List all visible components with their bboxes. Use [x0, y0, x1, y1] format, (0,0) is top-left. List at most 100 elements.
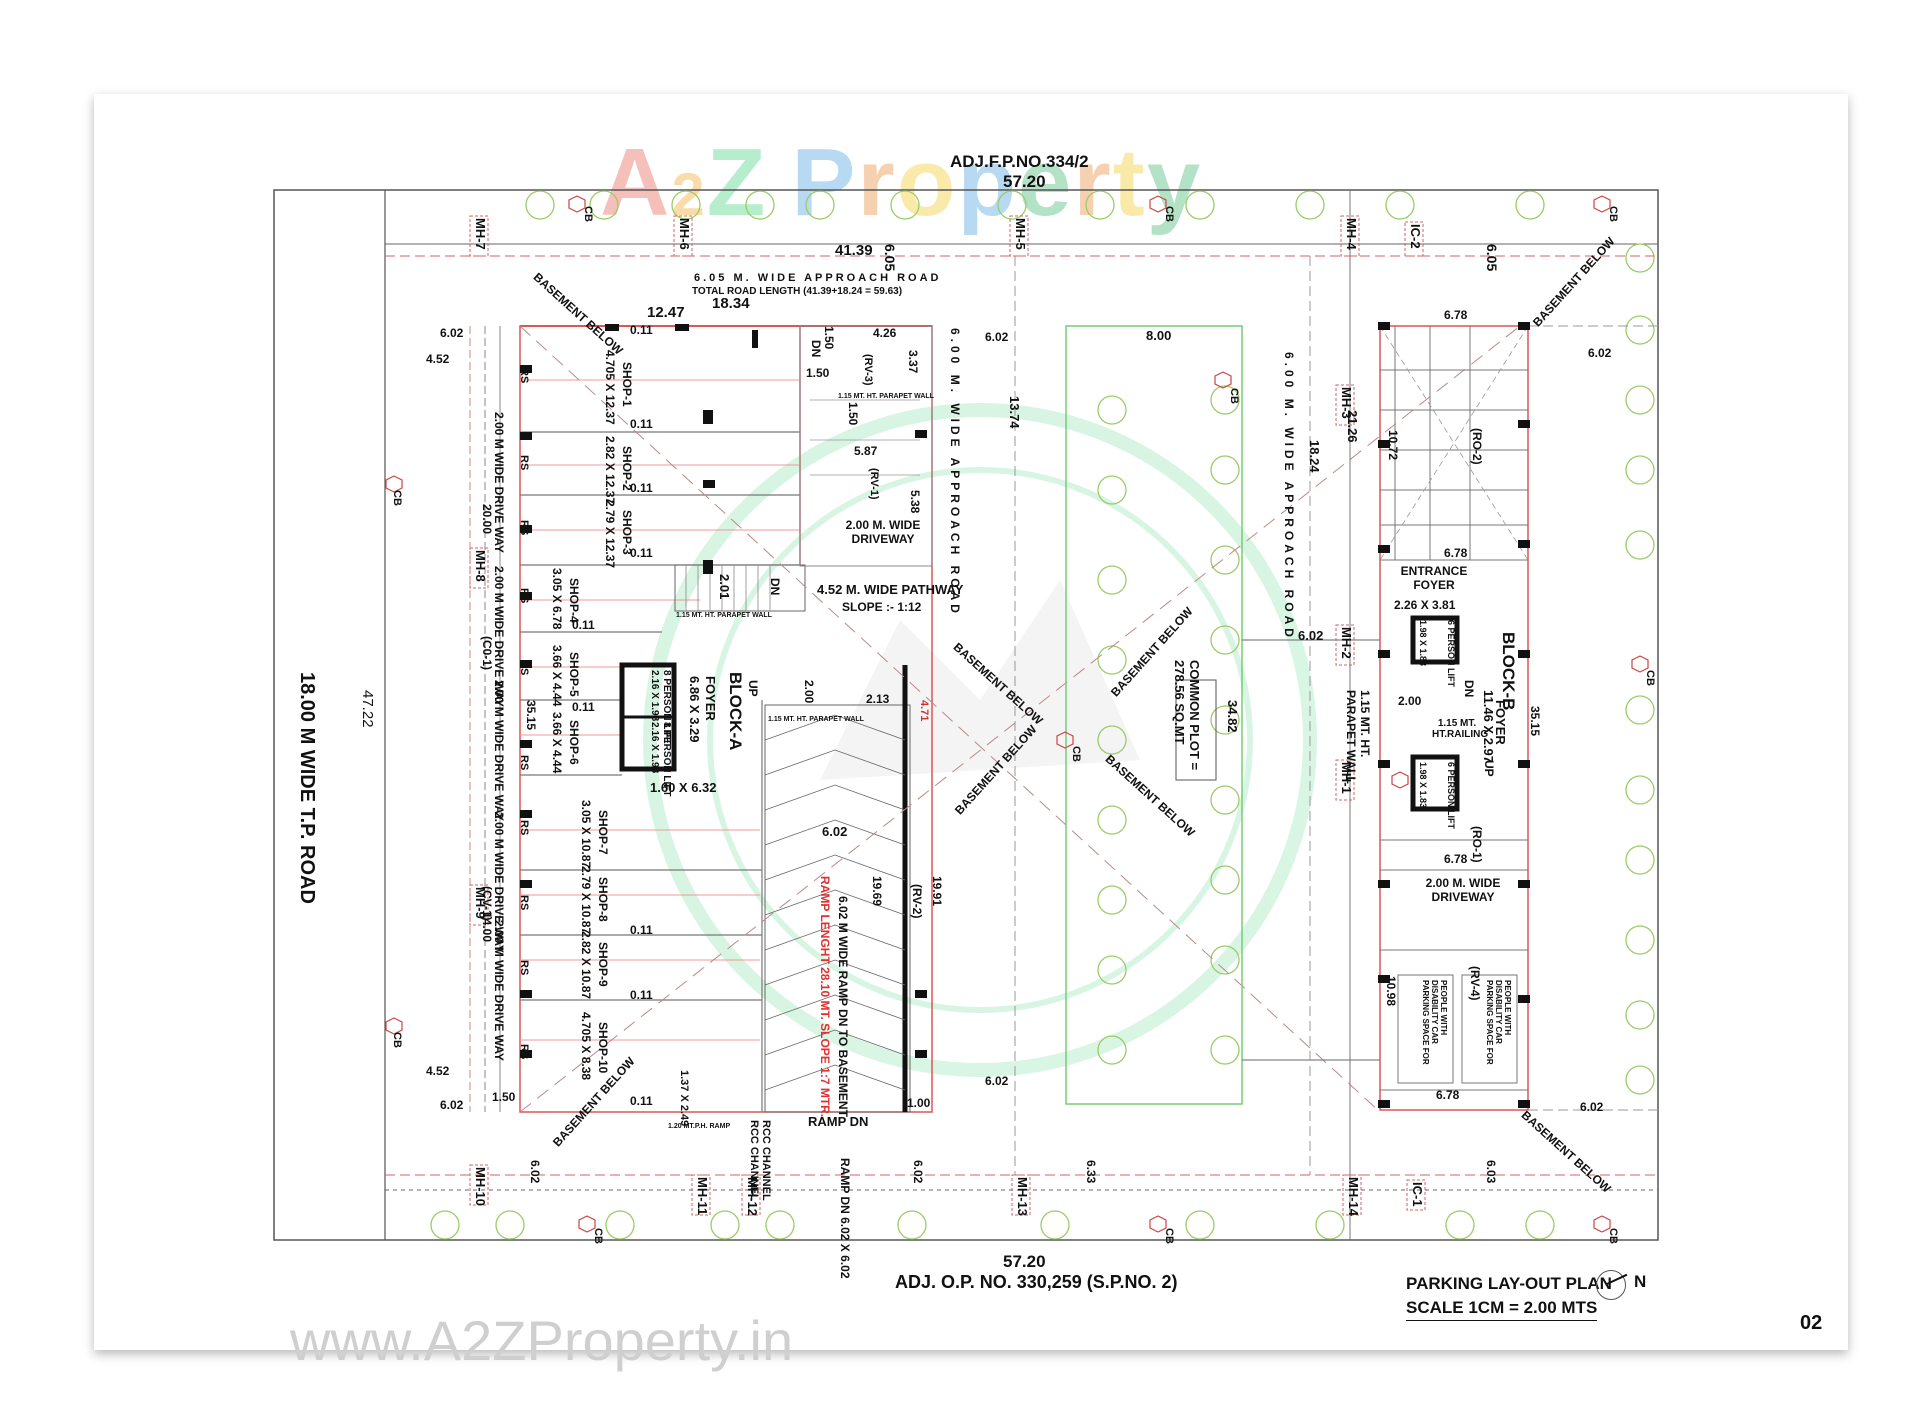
wall-dim: 0.11 [630, 546, 653, 560]
drawing-sheet [94, 94, 1848, 1350]
block-b-outline [1379, 325, 1529, 1111]
stair-dim: 2.01 [717, 574, 732, 600]
dim-35-15-right: 35.15 [1528, 706, 1542, 737]
ro1-label: (RO-1) [1470, 826, 1484, 863]
rs-label: RS [518, 588, 530, 604]
parapet-label: 1.15 MT. HT. PARAPET WALL [838, 393, 934, 400]
dim-6-78: 6.78 [1444, 308, 1468, 322]
rv1-label: (RV-1) [868, 468, 880, 500]
drive-way-length-20: 20.00 [480, 504, 494, 535]
dim-4-52: 4.52 [426, 352, 450, 366]
column-markers [520, 322, 1530, 1108]
dim-6-02: 6.02 [985, 330, 1009, 344]
dim-2-00: 2.00 [1398, 694, 1422, 708]
shop-4-size: 3.05 X 6.78 [550, 568, 564, 630]
ramp-dn-label: RAMP DN [808, 1114, 869, 1129]
stair-dim-3: 2.13 [866, 692, 890, 706]
tp-road-label: 18.00 M WIDE T.P. ROAD [296, 672, 318, 904]
lift-label: 6 PERSON LIFT [1446, 762, 1456, 830]
dim-19-69: 19.69 [870, 876, 884, 907]
cb-label: CB [1070, 746, 1082, 762]
north-label: N [1634, 1272, 1647, 1291]
cb-label: CB [391, 1032, 403, 1048]
pathway-slope: SLOPE :- 1:12 [842, 600, 922, 614]
dim-6-02: 6.02 [1298, 628, 1324, 643]
stair-dn-label: DN [768, 578, 782, 596]
cb-label: CB [1607, 1228, 1619, 1244]
cb-label: CB [1163, 206, 1175, 222]
rs-label: RS [518, 1044, 530, 1060]
wall-dim: 0.11 [630, 417, 653, 431]
wall-dim: 0.11 [630, 481, 653, 495]
shop-6-size: 3.66 X 4.44 [550, 712, 564, 774]
dim-13-74: 13.74 [1007, 396, 1022, 429]
manhole-mh14: MH-14 [1346, 1177, 1361, 1217]
stair-up-label: UP [746, 680, 760, 697]
foyer-label: FOYER [703, 676, 718, 721]
cb-label: CB [1228, 388, 1240, 404]
cv1-label: (CV-1) [480, 886, 494, 921]
pathway-label: 4.52 M. WIDE PATHWAY [817, 582, 964, 597]
page-number: 02 [1800, 1312, 1823, 1334]
wall-dim: 0.11 [572, 618, 595, 632]
cb-label: CB [1163, 1228, 1175, 1244]
block-b-title: BLOCK-B [1499, 632, 1518, 711]
parapet-label: 1.15 MT. HT. PARAPET WALL [676, 612, 772, 619]
dim-1-00: 1.00 [907, 1096, 931, 1110]
adjacent-plot-top: ADJ.F.P.NO.334/2 [950, 152, 1089, 171]
rs-label: RS [518, 755, 530, 771]
manhole-mh5: MH-5 [1013, 218, 1028, 250]
inspection-chamber-ic1: IC-1 [1410, 1182, 1425, 1207]
bottom-width-dim: 57.20 [1003, 1252, 1046, 1271]
parapet-label: 1.15 MT. HT. PARAPET WALL [768, 716, 864, 723]
manhole-mh8: MH-8 [473, 550, 488, 582]
shop-9-size: 2.82 X 10.87 [579, 931, 593, 1000]
rv3-label: (RV-3) [862, 354, 874, 386]
rv2-label: (RV-2) [910, 884, 924, 919]
dim-18-34: 18.34 [712, 295, 750, 312]
wall-dim: 0.11 [630, 323, 653, 337]
common-plot-length: 34.82 [1225, 700, 1240, 733]
shop-1-size: 4.705 X 12.37 [603, 350, 617, 425]
cb-label: CB [592, 1228, 604, 1244]
adjacent-plot-bottom: ADJ. O.P. NO. 330,259 (S.P.NO. 2) [895, 1272, 1178, 1292]
dim-3-37: 3.37 [906, 350, 920, 374]
dim-6-78: 6.78 [1444, 546, 1468, 560]
stair-dim-2: 2.00 [802, 680, 816, 704]
inspection-chamber-ic2: IC-2 [1408, 224, 1423, 249]
shop-2-size: 2.82 X 12.37 [603, 436, 617, 505]
rs-label: RS [518, 368, 530, 384]
manhole-mh10: MH-10 [473, 1167, 488, 1207]
shop-8-label: SHOP-8 [596, 877, 610, 922]
lift-size: 2.16 X 1.98 [649, 722, 660, 774]
approach-road-title: 6.05 M. WIDE APPROACH ROAD [694, 272, 942, 284]
lift-size: 1.98 X 1.83 [1418, 620, 1428, 667]
shop-8-size: 2.79 X 10.87 [579, 866, 593, 935]
common-plot-width: 8.00 [1146, 328, 1172, 343]
manhole-mh11: MH-11 [695, 1177, 710, 1216]
manhole-mh6: MH-6 [677, 218, 692, 250]
dim-6-02: 6.02 [440, 1098, 464, 1112]
rs-label: RS [518, 820, 530, 836]
block-a-title: BLOCK-A [726, 672, 745, 751]
cb-label: CB [391, 490, 403, 506]
drive-way-label: 2.00 M WIDE DRIVE WAY [492, 412, 506, 553]
disabled-parking-label: PEOPLE WITH DISABILITY CAR PARKING SPACE… [1421, 980, 1448, 1065]
lift-size: 2.16 X 1.98 [649, 670, 660, 722]
ph-ramp-label: 1.20 MT.P.H. RAMP [668, 1123, 731, 1130]
shop-1-label: SHOP-1 [620, 362, 634, 407]
manhole-mh4: MH-4 [1344, 218, 1359, 250]
stair-dn-label: DN [1462, 680, 1476, 698]
co1-label: (C0-1) [480, 636, 494, 671]
dim-6-02: 6.02 [1588, 346, 1612, 360]
dim-12-47: 12.47 [647, 304, 685, 321]
dim-6-02: 6.02 [985, 1074, 1009, 1088]
stair-dim-1-50: 1.50 [822, 326, 836, 350]
rs-label: RS [518, 660, 530, 676]
top-width-dim: 57.20 [1003, 172, 1046, 191]
stair-dn-label: DN [809, 340, 823, 358]
dim-4-52: 4.52 [426, 1064, 450, 1078]
shop-6-label: SHOP-6 [567, 720, 581, 765]
ramp-length-note: RAMP LENGHT 28.10 MT. SLOPE 1:7 MTR. [818, 876, 832, 1118]
